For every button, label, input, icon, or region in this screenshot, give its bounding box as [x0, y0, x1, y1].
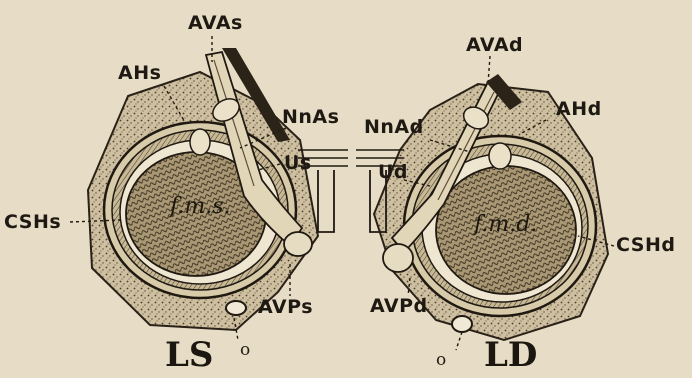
left-heart — [88, 48, 318, 330]
label-ld: LD — [484, 338, 537, 372]
label-ahs: AHs — [118, 64, 161, 83]
label-avas: AVAs — [188, 14, 243, 33]
label-cshd: CSHd — [616, 236, 675, 255]
label-avps: AVPs — [258, 298, 313, 317]
label-fmd: f.m.d. — [474, 214, 537, 236]
label-cshs: CSHs — [4, 213, 61, 232]
label-ahd: AHd — [556, 100, 602, 119]
label-ls: LS — [165, 338, 213, 372]
label-ud: Ud — [378, 163, 408, 182]
label-o-left: o — [240, 342, 250, 359]
label-us: Us — [284, 154, 312, 173]
label-nnas: NnAs — [282, 108, 339, 127]
label-o-right: o — [436, 352, 446, 369]
label-avad: AVAd — [466, 36, 523, 55]
label-fms: f.m.s. — [170, 196, 231, 218]
label-avpd: AVPd — [370, 297, 428, 316]
label-nnad: NnAd — [364, 118, 424, 137]
